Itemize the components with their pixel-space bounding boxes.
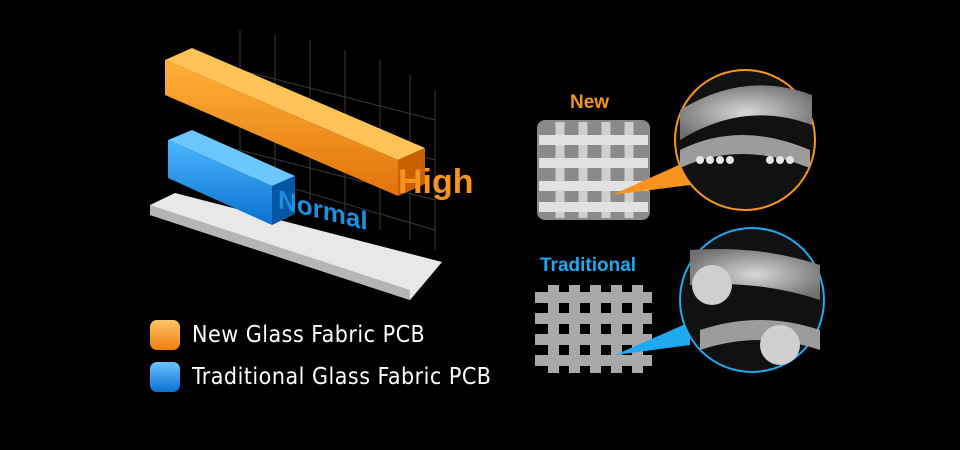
legend-label: Traditional Glass Fabric PCB — [192, 364, 492, 390]
traditional-fiber-closeup — [679, 227, 825, 373]
traditional-weave-swatch — [535, 285, 652, 373]
traditional-fabric-label: Traditional — [540, 255, 637, 276]
new-fabric-label: New — [570, 92, 610, 113]
blue-swatch-icon — [150, 362, 180, 392]
legend-label: New Glass Fabric PCB — [192, 322, 426, 348]
traditional-pcb-bar — [168, 130, 295, 225]
platform — [150, 193, 442, 300]
traditional-callout-pointer — [615, 322, 690, 355]
legend-item-new: New Glass Fabric PCB — [150, 320, 425, 350]
orange-swatch-icon — [150, 320, 180, 350]
new-pcb-bar — [165, 48, 425, 196]
new-fiber-closeup — [674, 69, 816, 211]
high-label: High — [398, 163, 474, 201]
legend-item-traditional: Traditional Glass Fabric PCB — [150, 362, 492, 392]
new-weave-swatch — [537, 120, 650, 220]
new-callout-pointer — [612, 160, 690, 195]
